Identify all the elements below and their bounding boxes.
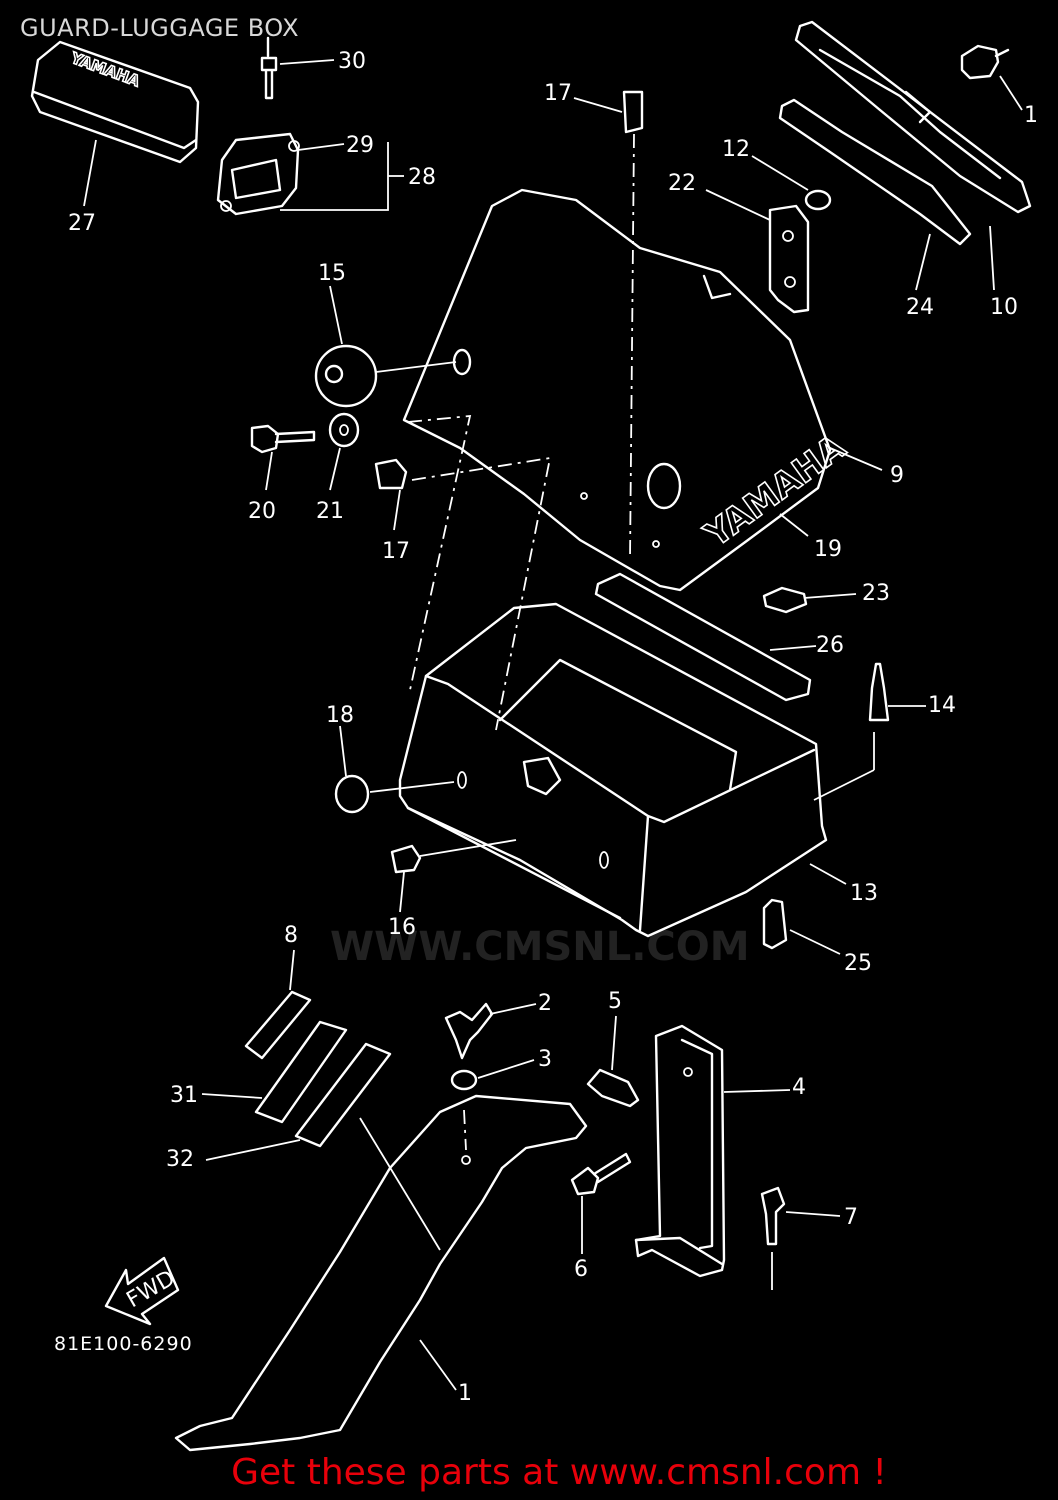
- callout-18: 18: [326, 703, 354, 728]
- part-4-bracket: [634, 1024, 726, 1278]
- callout-12: 12: [722, 137, 750, 162]
- callout-27: 27: [68, 211, 96, 236]
- part-7-bolt: [760, 1186, 786, 1290]
- callout-28: 28: [408, 165, 436, 190]
- part-27-pad: YAMAHA: [30, 40, 200, 164]
- callout-29: 29: [346, 133, 374, 158]
- part-12-nut: [804, 189, 832, 211]
- part-23-pad: [762, 586, 808, 614]
- drawing-code: 81E100-6290: [54, 1333, 193, 1355]
- part-25-clip: [762, 898, 788, 950]
- callout-19: 19: [814, 537, 842, 562]
- part-1-stay: [174, 1094, 588, 1452]
- part-13-box-base: [398, 602, 828, 938]
- part-32-pad: [294, 1042, 392, 1148]
- part-6-bolt: [570, 1152, 632, 1196]
- part-21-washer: [328, 412, 360, 448]
- callout-31: 31: [170, 1083, 198, 1108]
- part-31-pad: [254, 1020, 348, 1124]
- callout-3: 3: [538, 1047, 552, 1072]
- part-1-bolt-top: [960, 44, 1010, 80]
- part-18-grommet: [334, 774, 455, 814]
- part-28-bracket: [216, 132, 300, 216]
- part-2-wingbolt: [444, 1002, 494, 1060]
- part-16-grommet: [390, 839, 517, 874]
- callout-1-bottom: 1: [458, 1381, 472, 1406]
- callout-26: 26: [816, 633, 844, 658]
- footer-link[interactable]: Get these parts at www.cmsnl.com !: [231, 1452, 887, 1493]
- part-8-pad: [244, 990, 312, 1060]
- callout-8: 8: [284, 923, 298, 948]
- part-17-grommet-top: [622, 90, 644, 561]
- fwd-label: FWD: [123, 1266, 180, 1313]
- callout-7: 7: [844, 1205, 858, 1230]
- callout-17-top: 17: [544, 81, 572, 106]
- part-30-bolt: [260, 36, 278, 100]
- callout-5: 5: [608, 989, 622, 1014]
- callout-22: 22: [668, 171, 696, 196]
- pad-brand-mark: YAMAHA: [68, 49, 143, 91]
- part-20-bolt: [250, 424, 316, 454]
- part-22-bracket: [768, 204, 810, 314]
- callout-1-top: 1: [1024, 103, 1038, 128]
- svg-text:WWW.CMSNL.COM: WWW.CMSNL.COM: [330, 924, 750, 970]
- callout-24: 24: [906, 295, 934, 320]
- callout-13: 13: [850, 881, 878, 906]
- callout-17-side: 17: [382, 539, 410, 564]
- part-26-strip: [594, 572, 812, 702]
- part-24-stay: [778, 90, 972, 246]
- callout-4: 4: [792, 1075, 806, 1100]
- diagram-title: GUARD-LUGGAGE BOX: [20, 14, 300, 42]
- callout-20: 20: [248, 499, 276, 524]
- part-15-knob: [314, 344, 472, 408]
- leader-lines: [83, 59, 1023, 1391]
- callout-2: 2: [538, 991, 552, 1016]
- part-17-grommet-side: [374, 458, 408, 490]
- callout-16: 16: [388, 915, 416, 940]
- fwd-arrow-icon: FWD: [104, 1256, 180, 1326]
- callout-21: 21: [316, 499, 344, 524]
- callout-30: 30: [338, 49, 366, 74]
- callout-32: 32: [166, 1147, 194, 1172]
- callout-6: 6: [574, 1257, 588, 1282]
- callout-25: 25: [844, 951, 872, 976]
- callout-9: 9: [890, 463, 904, 488]
- part-10-plate: [794, 20, 1032, 214]
- part-3-washer: [450, 1069, 478, 1091]
- callout-10: 10: [990, 295, 1018, 320]
- callout-14: 14: [928, 693, 956, 718]
- callout-labels: 30 29 28 27 1 17 12 22 24 10 15 20 21 17…: [68, 49, 1038, 1406]
- part-5-grommet: [586, 1068, 640, 1108]
- part-14-screw: [813, 662, 890, 801]
- watermark: WWW.CMSNL.COM: [330, 924, 750, 970]
- callout-23: 23: [862, 581, 890, 606]
- callout-15: 15: [318, 261, 346, 286]
